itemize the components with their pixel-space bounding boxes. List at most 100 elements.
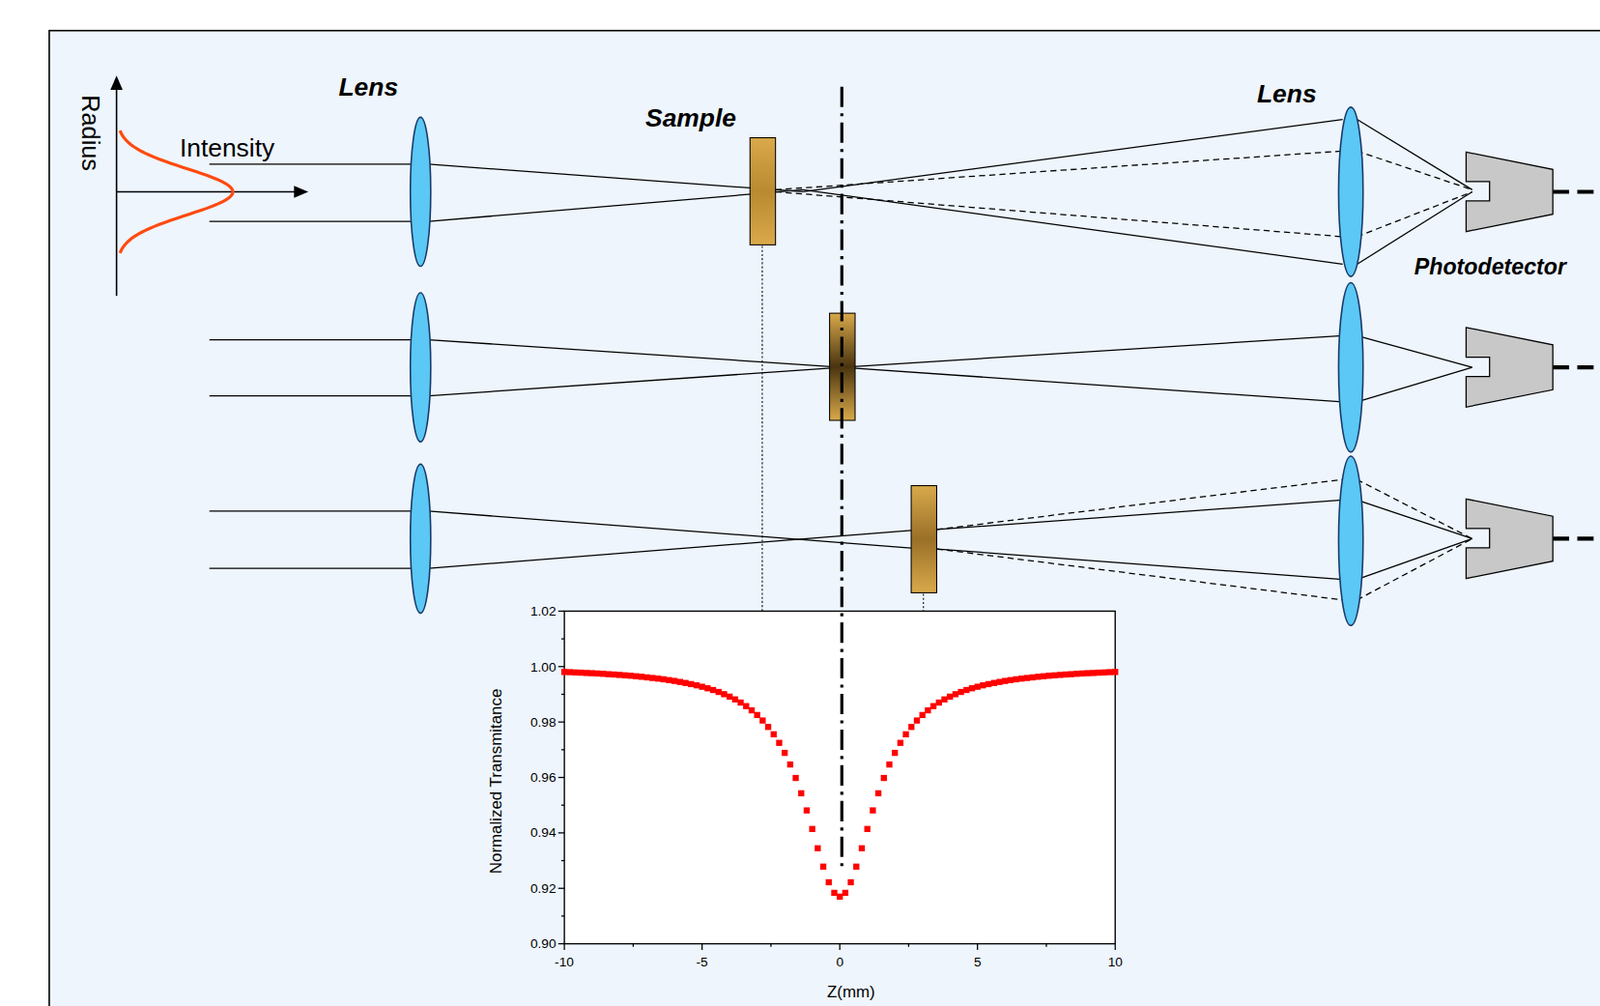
data-point <box>787 761 794 768</box>
data-point <box>583 669 590 676</box>
frame <box>49 30 1600 1006</box>
data-point <box>567 668 573 675</box>
data-point <box>1079 670 1086 677</box>
tick-label: 1.00 <box>530 660 557 675</box>
sample <box>911 485 937 594</box>
data-point <box>936 699 943 706</box>
tick <box>561 637 565 639</box>
tick <box>1114 943 1116 950</box>
focal-plane <box>840 86 844 873</box>
tick <box>1045 943 1047 947</box>
tick <box>558 831 565 833</box>
tick-label: 0.92 <box>530 882 557 896</box>
data-point <box>902 731 909 738</box>
data-point <box>1095 669 1102 676</box>
data-point <box>809 826 816 832</box>
data-point <box>753 712 760 718</box>
data-point <box>996 679 1002 686</box>
data-point <box>1062 671 1069 678</box>
data-point <box>665 677 672 684</box>
data-points <box>561 668 1118 900</box>
data-point <box>720 690 727 697</box>
tick <box>563 943 565 950</box>
tick-label: 0.96 <box>530 771 557 785</box>
tick <box>558 665 565 667</box>
tick-label: -5 <box>696 955 709 970</box>
data-point <box>726 693 733 700</box>
data-point <box>649 674 656 681</box>
tick-label: 0 <box>835 955 844 970</box>
data-point <box>897 740 904 746</box>
tick-label: 0.90 <box>530 937 557 951</box>
data-point <box>1085 669 1091 676</box>
data-point <box>781 749 788 756</box>
profile-axes <box>116 84 299 297</box>
data-point <box>853 863 859 870</box>
data-point <box>698 683 705 689</box>
tick <box>561 804 565 806</box>
data-point <box>1024 674 1030 681</box>
data-point <box>771 731 777 738</box>
data-point <box>704 685 711 691</box>
data-point <box>687 681 694 687</box>
data-point <box>985 681 992 687</box>
data-point <box>803 806 810 813</box>
axis-title: Normalized Transmitance <box>488 687 506 874</box>
data-point <box>737 699 743 706</box>
data-point <box>693 682 700 688</box>
data-point <box>682 680 688 686</box>
data-point <box>946 693 953 700</box>
data-point <box>616 671 623 678</box>
data-point <box>952 690 959 697</box>
data-point <box>710 686 716 693</box>
data-point <box>643 674 650 681</box>
lens <box>410 107 1364 626</box>
photodetector <box>1465 151 1600 578</box>
data-point <box>1106 668 1113 675</box>
data-point <box>847 879 854 886</box>
data-point <box>742 703 749 710</box>
data-point <box>1001 677 1008 684</box>
data-point <box>1073 670 1080 677</box>
axis-arrowhead <box>110 75 123 90</box>
tick <box>632 943 634 947</box>
data-point <box>820 863 827 870</box>
tick-label: 10 <box>1108 955 1123 970</box>
data-point <box>1046 672 1053 679</box>
axis-label: Intensity <box>179 135 275 161</box>
tick-label: 0.94 <box>530 826 557 840</box>
tick <box>558 610 565 612</box>
tick-label: 0.98 <box>530 715 557 730</box>
data-point <box>885 761 892 768</box>
tick <box>558 942 565 944</box>
data-point <box>1012 676 1019 683</box>
data-point <box>891 749 898 756</box>
axis-arrowhead <box>293 185 309 199</box>
part-label: Sample <box>645 104 737 130</box>
data-point <box>627 672 633 679</box>
data-point <box>858 845 865 852</box>
data-point <box>1057 671 1063 678</box>
data-point <box>638 673 645 680</box>
data-point <box>1007 677 1014 684</box>
tick <box>561 914 565 916</box>
part-label: Lens <box>338 74 399 100</box>
tick <box>976 943 978 950</box>
axis-ticks <box>558 610 1115 950</box>
data-point <box>836 893 843 900</box>
part-label: Photodetector <box>1414 256 1567 279</box>
tick <box>561 859 565 861</box>
data-point <box>941 696 947 703</box>
data-point <box>622 672 629 679</box>
data-point <box>924 707 931 714</box>
data-point <box>919 712 926 718</box>
data-point <box>1089 669 1096 676</box>
axis-label: Radius <box>77 94 102 172</box>
data-point <box>875 790 882 797</box>
tick <box>558 721 565 723</box>
tick <box>701 943 703 950</box>
data-point <box>1018 675 1025 682</box>
data-point <box>610 671 617 678</box>
data-point <box>1051 672 1058 679</box>
